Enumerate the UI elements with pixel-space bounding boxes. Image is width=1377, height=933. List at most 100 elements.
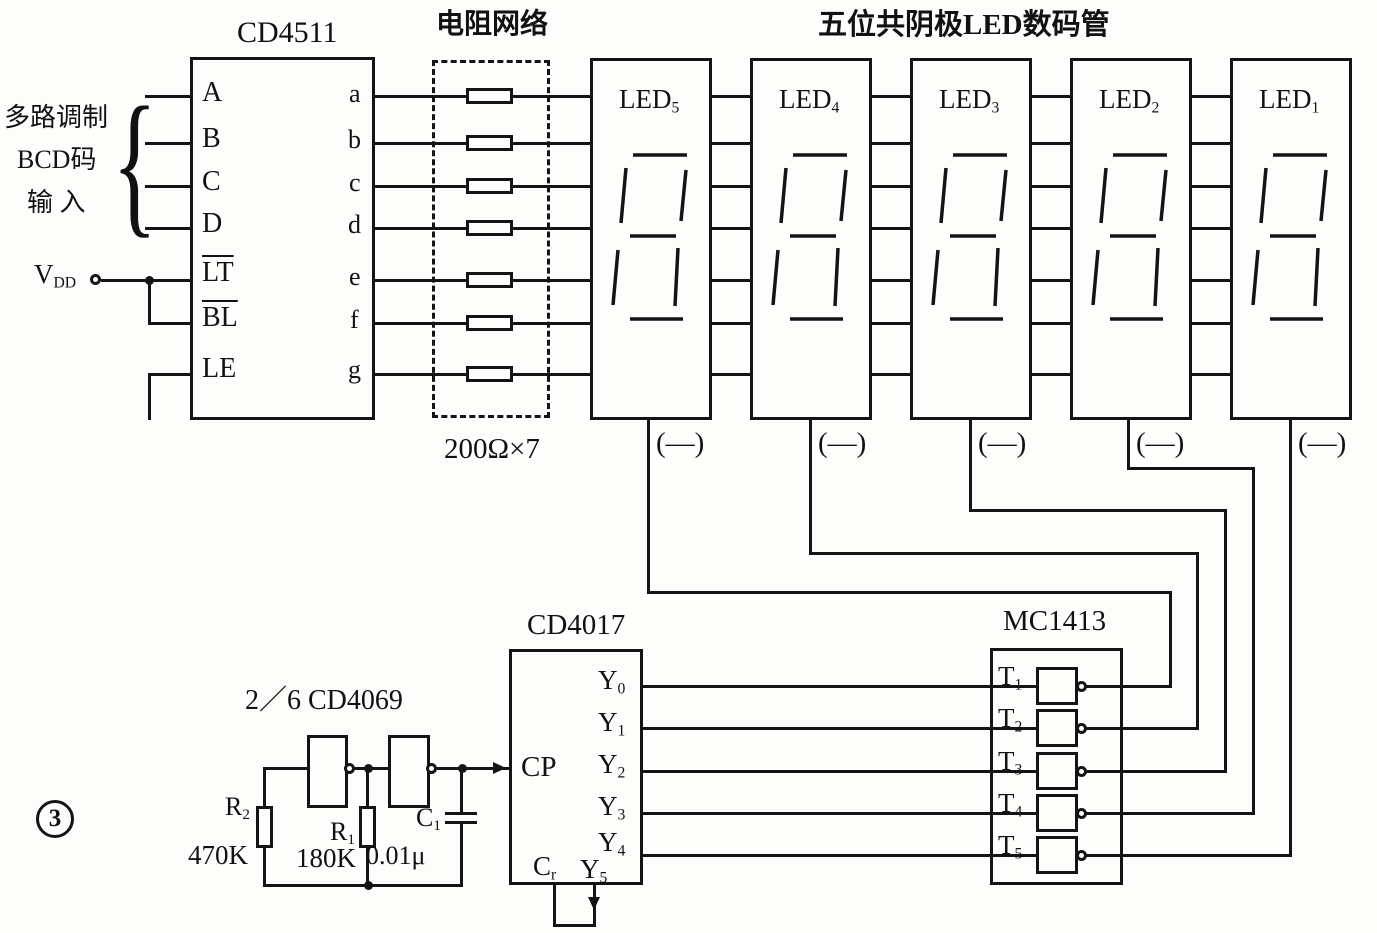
wire [263,884,463,887]
clock-arrow-icon [493,762,506,774]
wire [460,767,463,814]
wire [1224,509,1227,773]
resistor [466,220,513,236]
cd4511-pin-B: B [202,123,221,154]
resistor [466,135,513,151]
cd4069-title: 2／6 CD4069 [245,685,403,716]
resistor-r1 [359,806,376,848]
wire [1127,467,1255,470]
mc1413-pin-t3: T3 [998,746,1023,779]
led-display-4: LED4 [750,58,872,420]
bcd-input-label-line2: BCD码 [17,145,97,174]
seven-segment-glyph [931,153,1008,321]
cd4511-pin-f: f [350,305,359,334]
wire [263,845,266,887]
wire [647,420,650,594]
cathode-label-led5: (—) [656,427,705,459]
cd4511-chip-box [190,57,375,420]
resistor [466,315,513,331]
wire-y1-t2 [643,727,1036,730]
cd4017-pin-cr: Cr [533,851,557,884]
bcd-input-label-line3: 输 入 [27,188,86,217]
cd4017-pin-cp: CP [521,751,557,783]
resistor [466,272,513,288]
inverter-bubble-icon [344,763,355,774]
led4-label: LED4 [779,84,840,117]
cd4511-pin-g: g [348,355,361,384]
cathode-label-led1: (—) [1298,427,1347,459]
cd4511-pin-D: D [202,208,223,239]
cd4017-chip-box [509,649,643,885]
wire [1196,552,1199,730]
wire [366,767,369,809]
bcd-input-label-line1: 多路调制 [4,103,109,132]
cd4017-pin-y5: Y5 [580,854,608,887]
wire-t5-out [1085,854,1292,857]
inverter-bubble-icon [1076,808,1087,819]
wire [148,279,151,325]
cd4511-title: CD4511 [237,16,338,49]
cd4511-pin-LE: LE [202,353,237,384]
led3-label: LED3 [939,84,1000,117]
wire [969,509,1227,512]
seven-segment-glyph [611,153,688,321]
wire-y4-t5 [643,854,1036,857]
cd4511-pin-LT: LT [202,257,234,288]
inverter1-box [307,735,348,808]
wire-y0-t1 [643,685,1036,688]
cd4017-pin-y3: Y3 [598,791,626,824]
led-display-2: LED2 [1070,58,1192,420]
cd4511-pin-d: d [348,210,361,239]
led-display-3: LED3 [910,58,1032,420]
driver-cell [1036,709,1078,747]
wire [1252,467,1255,815]
mc1413-pin-t1: T1 [998,661,1023,694]
r2-value: 470K [188,840,248,870]
led2-label: LED2 [1099,84,1160,117]
wire [148,373,190,376]
wire [1127,420,1130,470]
r1-value: 180K [296,843,356,873]
cd4017-pin-y0: Y0 [598,665,626,698]
wire [148,373,151,420]
resistor-value-label: 200Ω×7 [444,433,540,465]
wire-t4-out [1085,812,1255,815]
r1-label: R1 [330,817,355,849]
junction-dot [364,764,373,773]
wire [145,95,190,98]
led1-label: LED1 [1259,84,1320,117]
cathode-label-led4: (—) [818,427,867,459]
wire [437,767,509,770]
resistor-network-box [432,60,550,418]
wire [263,767,307,770]
inverter-bubble-icon [1076,766,1087,777]
resistor-r2 [256,806,273,848]
mc1413-title: MC1413 [1003,605,1107,637]
cd4511-pin-c: c [349,168,361,197]
mc1413-pin-t5: T5 [998,830,1023,863]
cathode-label-led3: (—) [978,427,1027,459]
cd4017-pin-y2: Y2 [598,749,626,782]
mc1413-pin-t4: T4 [998,788,1023,821]
resistor [466,366,513,382]
junction-dot [145,276,154,285]
inverter-bubble-icon [1076,850,1087,861]
resistor-network-title: 电阻网络 [436,9,549,40]
cd4511-pin-A: A [202,77,223,108]
wire-t1-out [1085,685,1172,688]
resistor [466,178,513,194]
led-display-5: LED5 [590,58,712,420]
seven-segment-glyph [771,153,848,321]
wire-y2-t3 [643,770,1036,773]
signal-arrow-icon [588,897,600,910]
wire [647,591,1172,594]
junction-dot [458,764,467,773]
figure-number-badge: 3 [36,800,74,838]
cd4017-pin-y4: Y4 [598,827,626,860]
r2-label: R2 [225,792,250,824]
wire [148,322,190,325]
wire [809,552,1199,555]
wire [1289,420,1292,857]
wire [553,885,556,927]
vdd-terminal-icon [90,274,101,285]
